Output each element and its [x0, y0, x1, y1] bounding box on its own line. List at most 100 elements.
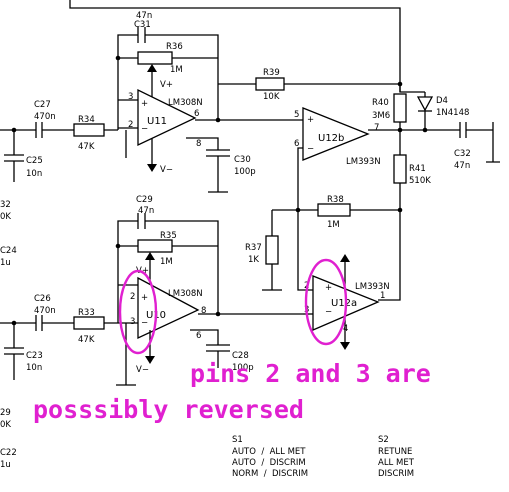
u11-vminus-arrow: [147, 164, 157, 172]
u10-vminus-label: V−: [136, 365, 149, 375]
u10-part: LM308N: [168, 289, 203, 299]
u11-vplus-arrow: [147, 64, 157, 72]
c31-loop-wire: [117, 34, 219, 120]
u11-plus: +: [141, 99, 148, 109]
u12a-pin2-wire: [297, 210, 313, 291]
c25-value: 10n: [26, 169, 42, 179]
junction: [115, 243, 121, 249]
c27-value: 470n: [34, 112, 56, 122]
u10-pin3: 3: [130, 317, 135, 327]
r41-label: R41: [409, 164, 426, 174]
u12a-plus: +: [325, 283, 332, 293]
c23-label: C23: [26, 351, 43, 361]
r37-value: 1K: [248, 255, 259, 265]
r38-body: [317, 203, 351, 217]
annotation-line2: posssibly reversed: [33, 395, 304, 424]
c32-value: 47n: [454, 161, 470, 171]
u12b-pin5: 5: [294, 110, 299, 120]
u12a-pin1: 1: [380, 291, 385, 301]
c23-value: 10n: [26, 363, 42, 373]
r40-label: R40: [372, 98, 389, 108]
c27-label: C27: [34, 100, 51, 110]
c24-partial-label: C24: [0, 246, 17, 256]
r41-body: [393, 154, 407, 184]
s1-row-2: AUTO / DISCRIM: [232, 458, 306, 468]
r37-label: R37: [245, 243, 262, 253]
u12b-minus: −: [307, 144, 314, 154]
u11-pin2: 2: [128, 120, 133, 130]
u12b-section: + − U12b LM393N 5 6 7: [294, 107, 381, 167]
junction: [115, 55, 121, 61]
c31-label: C31: [134, 20, 151, 30]
u12b-plus: +: [307, 115, 314, 125]
u12a-part: LM393N: [355, 282, 390, 292]
c30-value: 100p: [234, 167, 256, 177]
r38-label: R38: [327, 195, 344, 205]
u10-opamp: [137, 276, 200, 340]
s1-row-3: NORM / DISCRIM: [232, 469, 308, 479]
u12a-vminus-arrow: [340, 342, 350, 350]
d4-body: [416, 96, 434, 112]
u11-part: LM308N: [168, 98, 203, 108]
u11-pin6: 6: [194, 109, 199, 119]
c26-value: 470n: [34, 306, 56, 316]
u11-label: U11: [147, 116, 167, 127]
u12b-pin7: 7: [374, 123, 379, 133]
c24-partial-value: 1u: [0, 258, 11, 268]
u12b-output-network: R39 10K R40 3M6 D4 1N4148 C32 47n R41 51…: [218, 68, 500, 210]
c29-label: C29: [136, 195, 153, 205]
r39-body: [255, 77, 285, 91]
r39-value: 10K: [263, 92, 280, 102]
u12a-pin4: 4: [343, 324, 348, 334]
u12b-comparator: [302, 107, 370, 161]
c22-partial-value: 1u: [0, 460, 11, 470]
u10-vminus-arrow: [145, 356, 155, 364]
u11-pin8: 8: [196, 139, 201, 149]
c22-partial-label: C22: [0, 448, 17, 458]
r33-body: [73, 316, 105, 330]
u10-minus: −: [141, 318, 148, 328]
r37-wire: [262, 210, 282, 291]
s2-row-2: ALL MET: [378, 458, 415, 468]
s1-title: S1: [232, 435, 243, 445]
junction: [215, 117, 221, 123]
d4-label: D4: [436, 96, 448, 106]
u11-section: C31 47n R36 1M V+ C27 470n R34 47K + − U…: [0, 11, 303, 193]
u11-vminus-label: V−: [160, 165, 173, 175]
s2-row-1: RETUNE: [378, 447, 412, 457]
u12a-out-wire: [378, 210, 401, 301]
c30-wire: [186, 137, 219, 150]
c28-value: 100p: [232, 363, 254, 373]
r36-value: 1M: [170, 65, 183, 75]
r36-body: [137, 51, 173, 65]
c32-label: C32: [454, 149, 471, 159]
r40-body: [393, 93, 407, 123]
u10-plus: +: [141, 293, 148, 303]
u12b-pin6: 6: [294, 139, 299, 149]
junction: [11, 127, 17, 133]
r35-label: R35: [160, 231, 177, 241]
u12a-label: U12a: [331, 298, 357, 309]
switch-table: S1 AUTO / ALL MET AUTO / DISCRIM NORM / …: [232, 435, 415, 479]
d4-value: 1N4148: [436, 108, 469, 118]
r29-partial-label: 29: [0, 408, 11, 418]
s2-row-3: DISCRIM: [378, 469, 414, 479]
r35-body: [137, 239, 173, 253]
u11-vplus-label: V+: [160, 80, 173, 90]
r37-body: [265, 235, 279, 265]
u10-pin2: 2: [130, 292, 135, 302]
s1-row-1: AUTO / ALL MET: [232, 447, 306, 457]
top-feed-wire: [69, 0, 401, 92]
c30-gnd: [208, 156, 228, 193]
junction: [11, 320, 17, 326]
r38-value: 1M: [327, 220, 340, 230]
r35-value: 1M: [160, 257, 173, 267]
annotation-circle-u12a: [304, 258, 348, 346]
u10-gnd: [116, 323, 136, 386]
annotation-line1: pins 2 and 3 are: [190, 359, 431, 388]
r33-value: 47K: [78, 335, 95, 345]
r36-label: R36: [166, 42, 183, 52]
d4-top-wire: [399, 84, 425, 93]
